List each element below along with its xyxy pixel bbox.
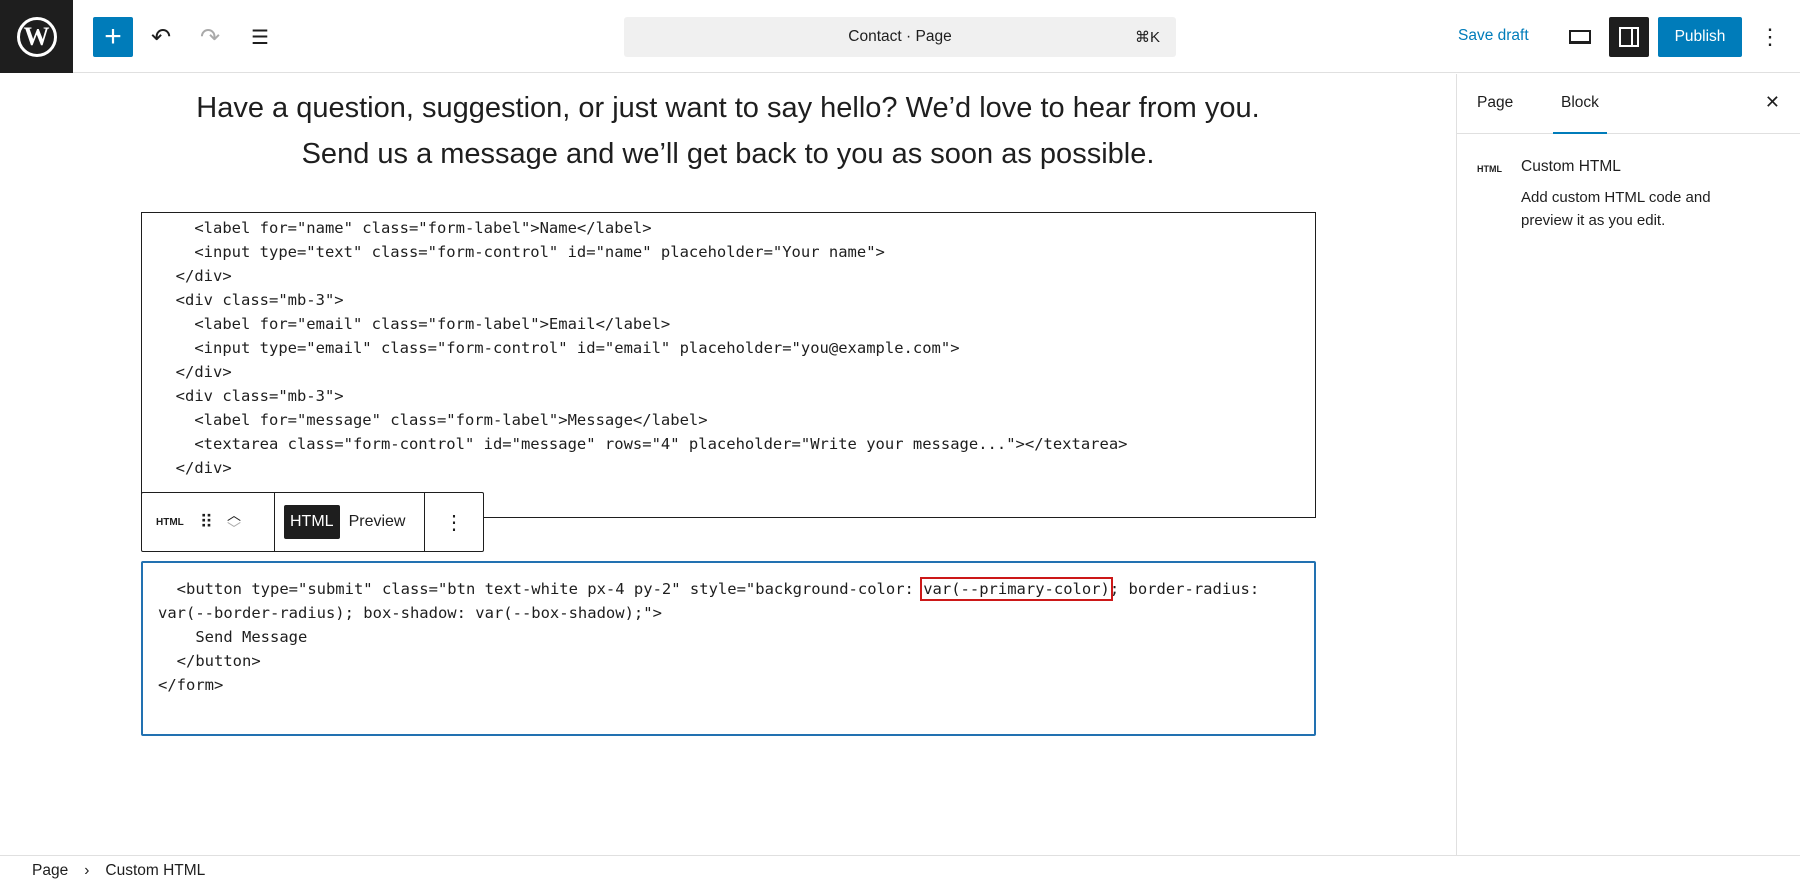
command-palette[interactable]: Contact · Page ⌘K (624, 17, 1176, 57)
breadcrumb-page[interactable]: Page (32, 861, 69, 879)
undo-icon[interactable]: ↶ (150, 23, 172, 51)
drag-handle-icon[interactable]: ⠿ (199, 511, 213, 532)
tab-block[interactable]: Block (1553, 94, 1607, 134)
code-line: <input type="email" class="form-control"… (157, 339, 960, 357)
publish-button[interactable]: Publish (1658, 17, 1742, 57)
code-line: <textarea class="form-control" id="messa… (157, 435, 1128, 453)
close-icon[interactable]: ✕ (1764, 92, 1780, 112)
document-title: Contact · Page (848, 28, 952, 45)
block-title: Custom HTML (1521, 158, 1621, 175)
custom-html-block-1[interactable]: <label for="name" class="form-label">Nam… (141, 212, 1316, 518)
code-text: ; border-radius: var(--border-radius); b… (158, 580, 1260, 694)
block-options-icon[interactable]: ⋮ (444, 511, 464, 534)
wordpress-logo[interactable]: W (0, 0, 73, 73)
redo-icon[interactable]: ↷ (199, 23, 221, 51)
heading-line-1[interactable]: Have a question, suggestion, or just wan… (196, 92, 1260, 124)
custom-html-block-2[interactable]: <button type="submit" class="btn text-wh… (141, 561, 1316, 736)
code-line: <label for="name" class="form-label">Nam… (157, 219, 652, 237)
breadcrumb: Page › Custom HTML (0, 855, 1800, 885)
add-block-button[interactable]: + (93, 17, 133, 57)
code-line: <label for="message" class="form-label">… (157, 411, 708, 429)
chevron-right-icon: › (84, 861, 90, 879)
list-view-icon[interactable]: ☰ (251, 26, 269, 49)
move-up-icon[interactable]: ︿ (226, 507, 241, 523)
settings-sidebar: Page Block ✕ HTML Custom HTML Add custom… (1456, 74, 1800, 855)
code-line: <div class="mb-3"> (157, 387, 344, 405)
editor-canvas: Have a question, suggestion, or just wan… (0, 74, 1456, 855)
code-line: <div class="mb-3"> (157, 291, 344, 309)
block-type-icon[interactable]: HTML (156, 516, 184, 528)
tab-html[interactable]: HTML (284, 505, 340, 539)
code-line: <input type="text" class="form-control" … (157, 243, 885, 261)
tab-page[interactable]: Page (1477, 94, 1514, 111)
block-toolbar: HTML ⠿ ︿﹀ HTML Preview ⋮ (141, 492, 484, 552)
move-down-icon[interactable]: ﹀ (226, 521, 241, 537)
shortcut: ⌘K (1134, 29, 1160, 46)
code-line: </div> (157, 459, 232, 477)
code-line: </div> (157, 363, 232, 381)
settings-sidebar-toggle-icon[interactable] (1609, 17, 1649, 57)
heading-line-2[interactable]: Send us a message and we’ll get back to … (301, 138, 1155, 170)
html-block-icon: HTML (1477, 164, 1502, 174)
save-draft-button[interactable]: Save draft (1458, 27, 1529, 44)
options-menu-icon[interactable]: ⋮ (1759, 24, 1781, 49)
block-description: Add custom HTML code and preview it as y… (1521, 189, 1711, 229)
code-line: </div> (157, 267, 232, 285)
code-text: <button type="submit" class="btn text-wh… (158, 580, 924, 598)
preview-device-icon[interactable] (1560, 17, 1600, 57)
code-line: <label for="email" class="form-label">Em… (157, 315, 671, 333)
top-toolbar: W + ↶ ↷ ☰ Contact · Page ⌘K Save draft Pu… (0, 0, 1800, 73)
highlighted-code: var(--primary-color) (920, 577, 1113, 601)
breadcrumb-custom-html[interactable]: Custom HTML (105, 861, 206, 879)
tab-preview[interactable]: Preview (348, 513, 406, 530)
move-arrows[interactable]: ︿﹀ (227, 508, 241, 536)
